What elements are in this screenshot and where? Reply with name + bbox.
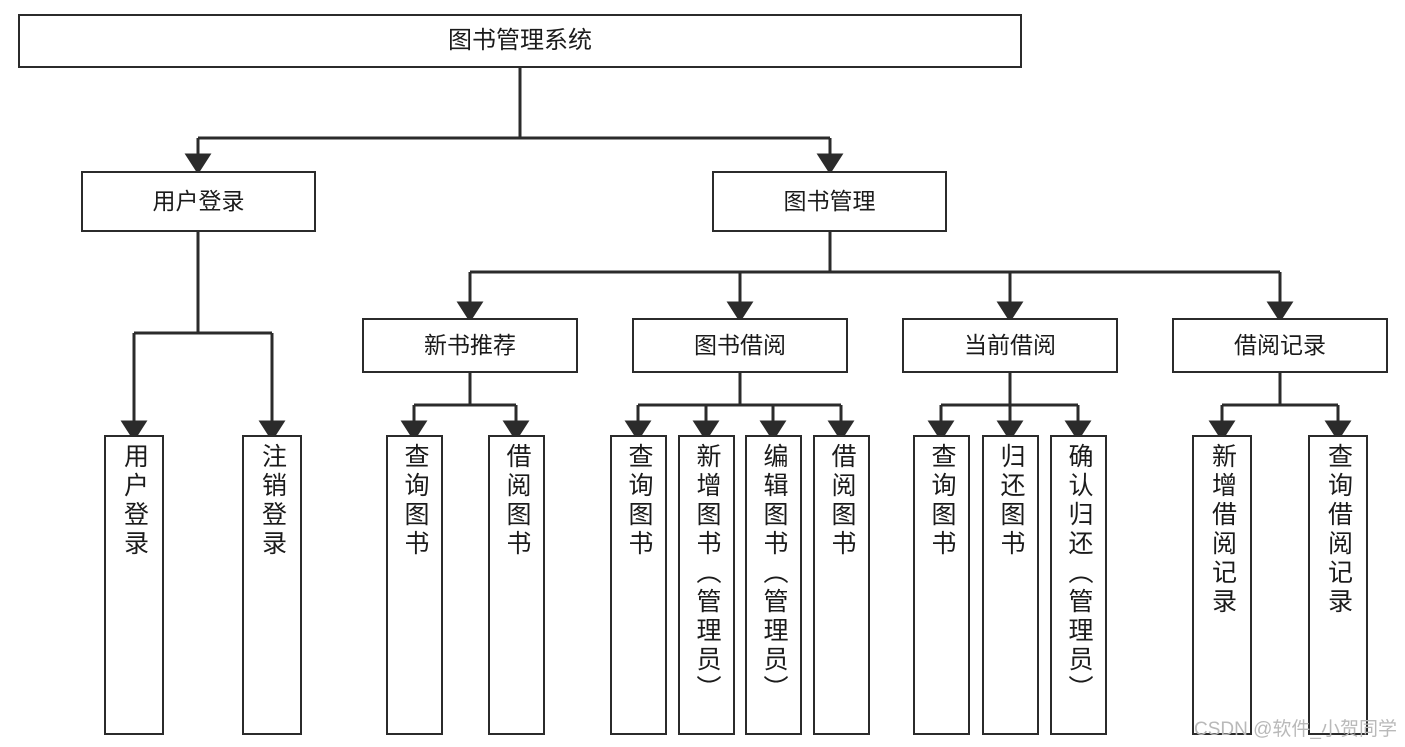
node-label: 借阅记录 (1234, 332, 1326, 359)
node-label: 查询图书 (625, 443, 653, 559)
node-label: 查询图书 (928, 443, 956, 559)
node-label: 新书推荐 (424, 332, 516, 359)
node-label: 用户登录 (152, 188, 245, 215)
node-label: 当前借阅 (964, 332, 1056, 359)
leaf-current-borrow-query-book[interactable]: 查询图书 (913, 435, 970, 735)
node-label: 确认归还（管理员） (1065, 443, 1093, 704)
leaf-book-borrow-add-book-admin[interactable]: 新增图书（管理员） (678, 435, 735, 735)
node-label: 查询借阅记录 (1324, 443, 1353, 617)
leaf-current-borrow-confirm-return-admin[interactable]: 确认归还（管理员） (1050, 435, 1107, 735)
node-label: 图书借阅 (694, 332, 786, 359)
node-new-book-recommend[interactable]: 新书推荐 (362, 318, 578, 373)
node-book-borrow[interactable]: 图书借阅 (632, 318, 848, 373)
node-book-management[interactable]: 图书管理 (712, 171, 947, 232)
leaf-user-login-logout[interactable]: 注销登录 (242, 435, 302, 735)
leaf-new-book-query-book[interactable]: 查询图书 (386, 435, 443, 735)
node-label: 查询图书 (401, 443, 429, 559)
node-label: 注销登录 (258, 443, 287, 559)
watermark-text: CSDN @软件_小贺同学 (1194, 719, 1397, 740)
node-root-book-management-system[interactable]: 图书管理系统 (18, 14, 1022, 68)
node-label: 新增图书（管理员） (693, 443, 721, 704)
node-current-borrow[interactable]: 当前借阅 (902, 318, 1118, 373)
node-label: 图书管理 (783, 188, 876, 215)
node-label: 借阅图书 (828, 443, 856, 559)
node-label: 归还图书 (997, 443, 1025, 559)
leaf-current-borrow-return-book[interactable]: 归还图书 (982, 435, 1039, 735)
leaf-borrow-record-add-record[interactable]: 新增借阅记录 (1192, 435, 1252, 735)
leaf-borrow-record-query-record[interactable]: 查询借阅记录 (1308, 435, 1368, 735)
leaf-new-book-borrow-book[interactable]: 借阅图书 (488, 435, 545, 735)
node-label: 借阅图书 (503, 443, 531, 559)
leaf-user-login-login[interactable]: 用户登录 (104, 435, 164, 735)
leaf-book-borrow-borrow-book[interactable]: 借阅图书 (813, 435, 870, 735)
leaf-book-borrow-query-book[interactable]: 查询图书 (610, 435, 667, 735)
node-label: 图书管理系统 (448, 27, 592, 55)
node-label: 新增借阅记录 (1208, 443, 1237, 617)
node-user-login[interactable]: 用户登录 (81, 171, 316, 232)
node-borrow-record[interactable]: 借阅记录 (1172, 318, 1388, 373)
node-label: 编辑图书（管理员） (760, 443, 788, 704)
node-label: 用户登录 (120, 443, 149, 559)
leaf-book-borrow-edit-book-admin[interactable]: 编辑图书（管理员） (745, 435, 802, 735)
